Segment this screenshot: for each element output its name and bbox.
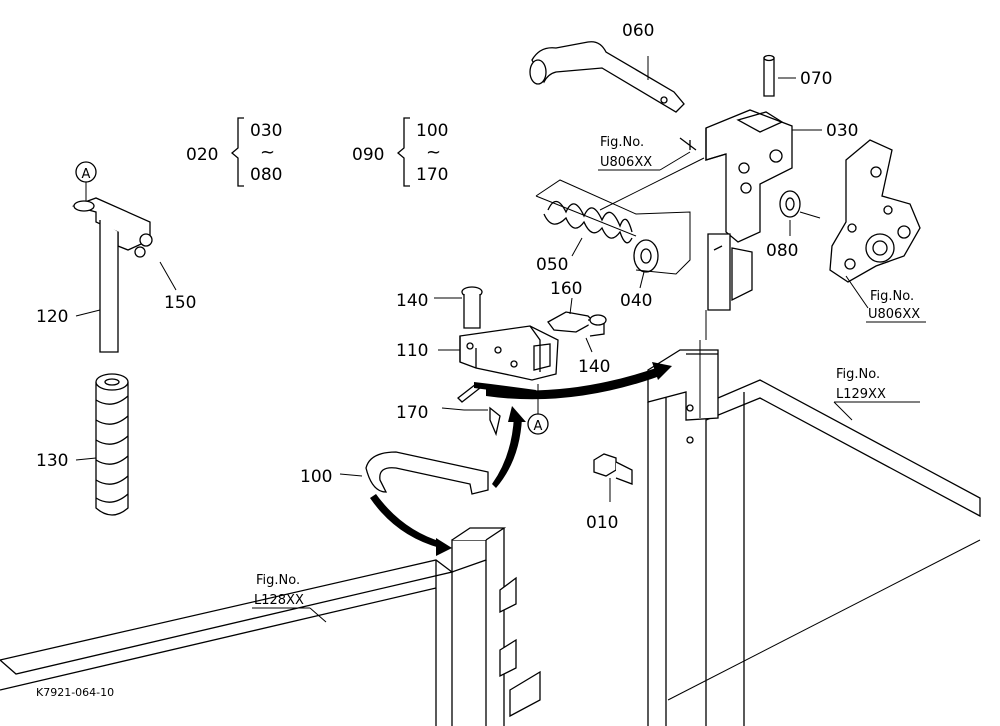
bracket-110 bbox=[438, 325, 559, 381]
fig-ref-u806-left-label: Fig.No. bbox=[600, 135, 644, 150]
part-170: 170 bbox=[396, 403, 428, 423]
pin-100 bbox=[339, 451, 489, 495]
leader-140b bbox=[585, 337, 593, 353]
group-090-range: ~ bbox=[426, 142, 441, 163]
group-090-from: 100 bbox=[416, 121, 448, 141]
installation-arrows bbox=[370, 362, 672, 556]
part-130: 130 bbox=[36, 451, 68, 471]
part-160: 160 bbox=[550, 279, 582, 299]
fig-ref-u806-left-code: U806XX bbox=[600, 155, 652, 170]
group-020-id: 020 bbox=[186, 145, 218, 165]
group-020-to: 080 bbox=[250, 165, 282, 185]
part-080: 080 bbox=[766, 241, 798, 261]
spring-130 bbox=[95, 373, 129, 516]
part-110: 110 bbox=[396, 341, 428, 361]
detail-a-ref: A bbox=[534, 419, 543, 434]
spring-050 bbox=[535, 195, 637, 257]
group-090-id: 090 bbox=[352, 145, 384, 165]
fig-ref-l128-code: L128XX bbox=[254, 593, 304, 608]
part-070: 070 bbox=[800, 69, 832, 89]
part-140-bottom: 140 bbox=[578, 357, 610, 377]
pin-070 bbox=[763, 54, 796, 97]
group-090-to: 170 bbox=[416, 165, 448, 185]
clip-150 bbox=[139, 233, 153, 247]
part-050: 050 bbox=[536, 255, 568, 275]
part-060: 060 bbox=[622, 21, 654, 41]
bracket-030 bbox=[679, 109, 822, 340]
pin-160 bbox=[547, 297, 607, 337]
frame-l129 bbox=[647, 340, 981, 726]
washer-040 bbox=[633, 239, 659, 289]
detail-a-marker: A bbox=[82, 167, 91, 182]
drawing-code: K7921-064-10 bbox=[36, 686, 114, 699]
part-030: 030 bbox=[826, 121, 858, 141]
cotter-pins-170 bbox=[441, 383, 501, 437]
part-140-top: 140 bbox=[396, 291, 428, 311]
frame-l129-socket bbox=[647, 349, 719, 421]
plate-u806-right bbox=[829, 139, 921, 309]
part-100: 100 bbox=[300, 467, 332, 487]
part-040: 040 bbox=[620, 291, 652, 311]
part-010: 010 bbox=[586, 513, 618, 533]
group-bracket-020 bbox=[230, 117, 244, 187]
pin-120-head bbox=[71, 197, 151, 251]
lever-060 bbox=[529, 41, 685, 113]
fig-ref-l129-label: Fig.No. bbox=[836, 367, 880, 382]
pin-140-top bbox=[434, 286, 483, 329]
pin-120-shaft bbox=[99, 220, 119, 353]
group-020-range: ~ bbox=[260, 142, 275, 163]
frame-l128-socket bbox=[451, 539, 487, 573]
fig-ref-u806-right-label: Fig.No. bbox=[870, 289, 914, 304]
spring-outline bbox=[535, 179, 691, 275]
fig-ref-u806-right-code: U806XX bbox=[868, 307, 920, 322]
frame-l128 bbox=[0, 527, 541, 726]
group-020-from: 030 bbox=[250, 121, 282, 141]
group-bracket-090 bbox=[396, 117, 410, 187]
fig-ref-l129-code: L129XX bbox=[836, 387, 886, 402]
part-120: 120 bbox=[36, 307, 68, 327]
part-150: 150 bbox=[164, 293, 196, 313]
fig-ref-l128-label: Fig.No. bbox=[256, 573, 300, 588]
bolt-010 bbox=[593, 453, 633, 502]
detail-a-pin-assembly: A bbox=[71, 161, 177, 516]
washer-080 bbox=[779, 190, 821, 236]
